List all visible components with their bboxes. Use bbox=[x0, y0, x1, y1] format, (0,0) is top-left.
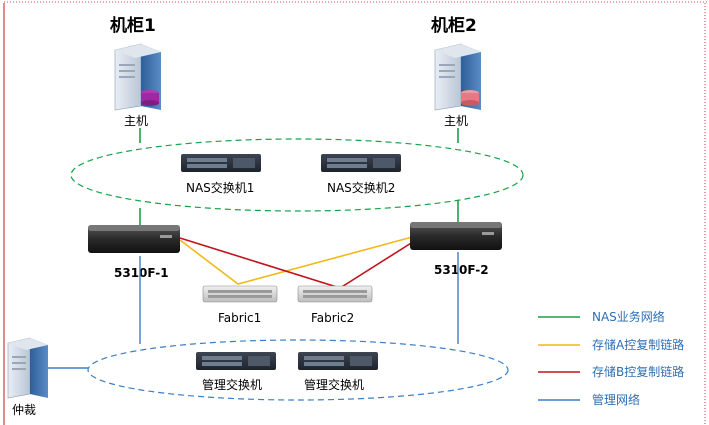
nas-network-ellipse bbox=[70, 138, 524, 212]
replication-link-a bbox=[179, 235, 417, 285]
arbiter-label: 仲裁 bbox=[12, 403, 36, 417]
host-1-label: 主机 bbox=[124, 114, 148, 128]
host-server-2-icon bbox=[434, 43, 481, 111]
nas-switch-1-label: NAS交换机1 bbox=[186, 180, 254, 195]
legend-label-nas: NAS业务网络 bbox=[592, 309, 665, 324]
mgmt-switch-2-icon bbox=[298, 352, 378, 370]
storage-1-label: 5310F-1 bbox=[114, 266, 169, 280]
storage-2-label: 5310F-2 bbox=[434, 263, 489, 277]
nas-switch-2-label: NAS交换机2 bbox=[327, 180, 395, 195]
cabinet-2-title: 机柜2 bbox=[431, 15, 477, 36]
fabric-1-icon bbox=[202, 285, 278, 303]
mgmt-network-ellipse bbox=[87, 339, 509, 401]
mgmt-switch-2-label: 管理交换机 bbox=[304, 377, 364, 392]
legend-label-mgmt: 管理网络 bbox=[592, 392, 640, 407]
legend-label-link-a: 存储A控复制链路 bbox=[592, 337, 684, 352]
storage-1-icon bbox=[88, 225, 180, 253]
legend-label-link-b: 存储B控复制链路 bbox=[592, 364, 684, 379]
storage-2-icon bbox=[410, 222, 502, 250]
host-server-1-icon bbox=[114, 43, 161, 111]
arbiter-server-icon bbox=[7, 337, 48, 399]
fabric-2-label: Fabric2 bbox=[311, 311, 354, 325]
nas-switch-1-icon bbox=[181, 154, 261, 172]
host-2-label: 主机 bbox=[444, 114, 468, 128]
nas-switch-2-icon bbox=[321, 154, 401, 172]
fabric-2-icon bbox=[297, 285, 373, 303]
legend: NAS业务网络 存储A控复制链路 存储B控复制链路 管理网络 bbox=[538, 309, 684, 407]
fabric-1-label: Fabric1 bbox=[218, 311, 261, 325]
mgmt-switch-1-label: 管理交换机 bbox=[202, 377, 262, 392]
mgmt-switch-1-icon bbox=[196, 352, 276, 370]
cabinet-1-title: 机柜1 bbox=[110, 15, 156, 36]
